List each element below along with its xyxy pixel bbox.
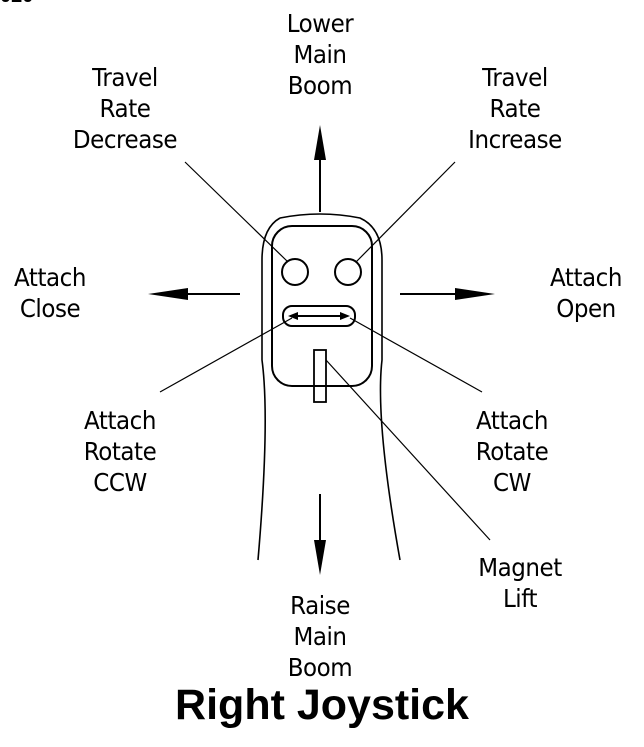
arrow-up-head	[314, 125, 326, 160]
arrow-down-head	[314, 540, 326, 575]
leader-attach-rotate-cw	[350, 318, 482, 392]
leader-travel-rate-increase	[356, 162, 455, 262]
label-raise-main-boom: Raise Main Boom	[272, 590, 368, 683]
arrow-right-head	[455, 288, 495, 300]
label-lower-main-boom: Lower Main Boom	[274, 8, 366, 101]
label-travel-rate-decrease: Travel Rate Decrease	[65, 62, 185, 155]
label-magnet-lift: Magnet Lift	[469, 552, 570, 614]
label-travel-rate-increase: Travel Rate Increase	[455, 62, 575, 155]
label-attach-rotate-ccw: Attach Rotate CCW	[74, 405, 166, 498]
travel-rate-increase-button	[335, 259, 361, 285]
label-attach-rotate-cw: Attach Rotate CW	[466, 405, 558, 498]
arrow-left-head	[148, 288, 188, 300]
diagram-caption: Right Joystick	[0, 680, 644, 730]
label-attach-close: Attach Close	[4, 262, 96, 324]
magnet-lift-switch	[314, 350, 326, 402]
leader-travel-rate-decrease	[185, 162, 288, 262]
label-attach-open: Attach Open	[540, 262, 632, 324]
rocker-arrow-right	[340, 312, 350, 320]
travel-rate-decrease-button	[282, 259, 308, 285]
